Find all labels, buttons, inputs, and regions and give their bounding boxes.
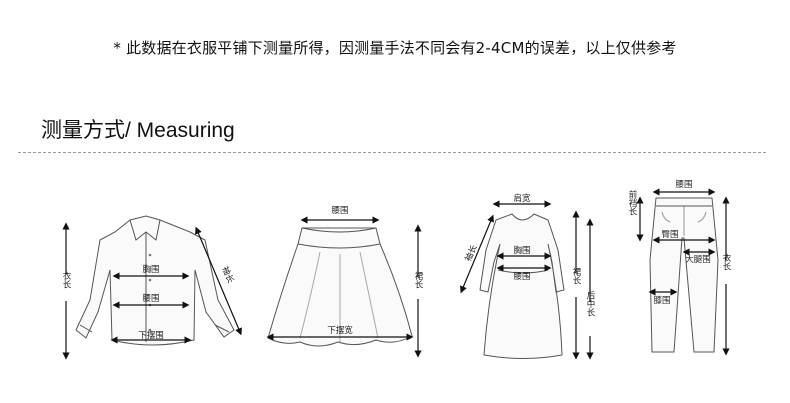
dress-sleeve-label: 袖长 <box>463 243 480 263</box>
pants-hip-label: 臀围 <box>661 230 678 240</box>
dress-waist-label: 腰围 <box>513 272 530 282</box>
skirt-waist-label: 腰围 <box>331 206 348 216</box>
heading-en: / Measuring <box>125 119 235 142</box>
dress-back-length-label: 后中长 <box>585 291 595 318</box>
section-heading: 测量方式/ Measuring <box>41 114 235 144</box>
dress-chest-label: 胸围 <box>513 245 530 256</box>
shirt-chest-label: 胸围 <box>142 264 159 275</box>
shirt-waist-label: 腰围 <box>142 294 159 304</box>
pants-knee-label: 膝围 <box>653 295 670 306</box>
skirt-diagram: 腰围 裙长 下摆宽 <box>266 206 424 358</box>
dress-diagram: 肩宽 袖长 胸围 腰围 裙长 后中长 <box>460 193 596 360</box>
pants-length-label: 衣长 <box>721 253 731 271</box>
shirt-diagram: 衣长 袖长 胸围 腰围 下摆围 <box>60 215 242 360</box>
pants-waist-label: 腰围 <box>675 180 692 190</box>
skirt-length-label: 裙长 <box>413 271 423 290</box>
pants-front-rise-label: 前裆长 <box>627 190 637 217</box>
measurement-note: * 此数据在衣服平铺下测量所得，因测量手法不同会有2-4CM的误差，以上仅供参考 <box>113 39 677 57</box>
shirt-length-label: 衣长 <box>61 271 71 290</box>
shirt-sleeve-label: 袖长 <box>219 265 236 285</box>
heading-cn: 测量方式 <box>41 118 125 142</box>
dress-shoulder-label: 肩宽 <box>513 193 531 204</box>
dress-length-label: 裙长 <box>571 267 581 286</box>
skirt-hem-label: 下摆宽 <box>327 325 353 336</box>
pants-diagram: 腰围 前裆长 臀围 大腿围 膝围 衣长 <box>627 180 732 356</box>
shirt-hem-label: 下摆围 <box>138 330 164 341</box>
pants-thigh-label: 大腿围 <box>685 254 711 265</box>
dashed-divider <box>18 152 766 153</box>
